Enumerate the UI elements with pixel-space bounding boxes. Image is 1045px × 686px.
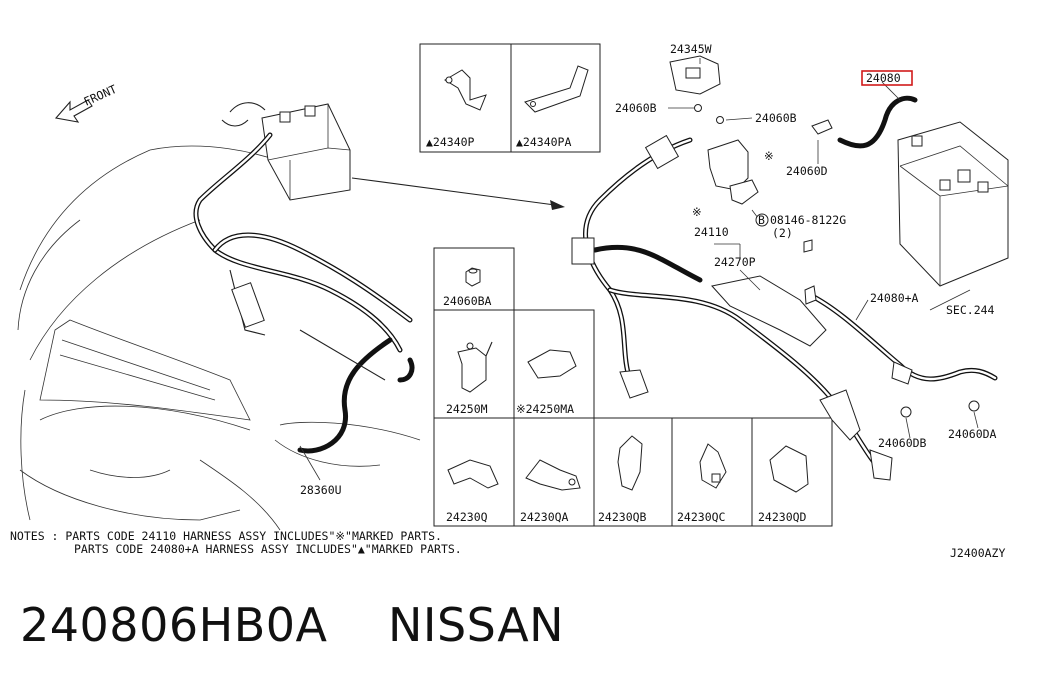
- caption-part-number: 240806HB0A: [20, 598, 328, 652]
- notes-line-1: NOTES : PARTS CODE 24110 HARNESS ASSY IN…: [10, 529, 442, 543]
- diagram-code: J2400AZY: [950, 546, 1005, 560]
- grid-label-24250MA: ※24250MA: [516, 402, 574, 416]
- callout-24345W: 24345W: [670, 42, 712, 56]
- pointer-arrow-icon: [351, 177, 565, 210]
- callout-24060DB: 24060DB: [878, 436, 927, 450]
- right-battery: [897, 121, 1009, 287]
- grid-label-24230QC: 24230QC: [677, 510, 726, 524]
- left-battery: [261, 103, 351, 201]
- grid-label-24230QA: 24230QA: [520, 510, 569, 524]
- callout-24060D: 24060D: [786, 164, 828, 178]
- part-caption: 240806HB0A NISSAN: [20, 598, 564, 652]
- callout-24110: 24110: [694, 225, 729, 239]
- grid-label-24250M: 24250M: [446, 402, 488, 416]
- leader-lines: [299, 58, 979, 481]
- front-label: FRONT: [82, 82, 119, 109]
- right-harness: [571, 55, 998, 481]
- top-inset: [419, 43, 601, 153]
- callout-08146-qty: (2): [772, 226, 793, 240]
- callout-24060DA: 24060DA: [948, 427, 997, 441]
- grid-label-24230QD: 24230QD: [758, 510, 807, 524]
- callout-marker-b-letter: B: [758, 213, 765, 227]
- asterisk-marker-2: ※: [692, 205, 702, 219]
- highlight-box: [861, 70, 913, 86]
- notes-line-2: PARTS CODE 24080+A HARNESS ASSY INCLUDES…: [74, 542, 462, 556]
- asterisk-marker-1: ※: [764, 149, 774, 163]
- callout-24270P: 24270P: [714, 255, 756, 269]
- callout-sec244: SEC.244: [946, 303, 995, 317]
- callout-24060B-left: 24060B: [615, 101, 657, 115]
- inset-label-24340P: ▲24340P: [426, 135, 475, 149]
- front-arrow-icon: [54, 99, 93, 123]
- grid-label-24230Q: 24230Q: [446, 510, 488, 524]
- callout-24080-highlight: 24080: [866, 71, 901, 85]
- inset-label-24340PA: ▲24340PA: [516, 135, 571, 149]
- left-harness: [193, 102, 415, 454]
- caption-brand: NISSAN: [387, 598, 565, 652]
- parts-grid: [433, 247, 833, 527]
- grid-label-24230QB: 24230QB: [598, 510, 647, 524]
- callout-24080A: 24080+A: [870, 291, 919, 305]
- callout-24060B-right: 24060B: [755, 111, 797, 125]
- grid-label-24060BA: 24060BA: [443, 294, 492, 308]
- vehicle-outline: [17, 145, 421, 531]
- callout-28360U: 28360U: [300, 483, 342, 497]
- callout-marker-b: [755, 213, 769, 227]
- callout-08146: 08146-8122G: [770, 213, 846, 227]
- harness-diagram: FRONT: [10, 42, 1009, 560]
